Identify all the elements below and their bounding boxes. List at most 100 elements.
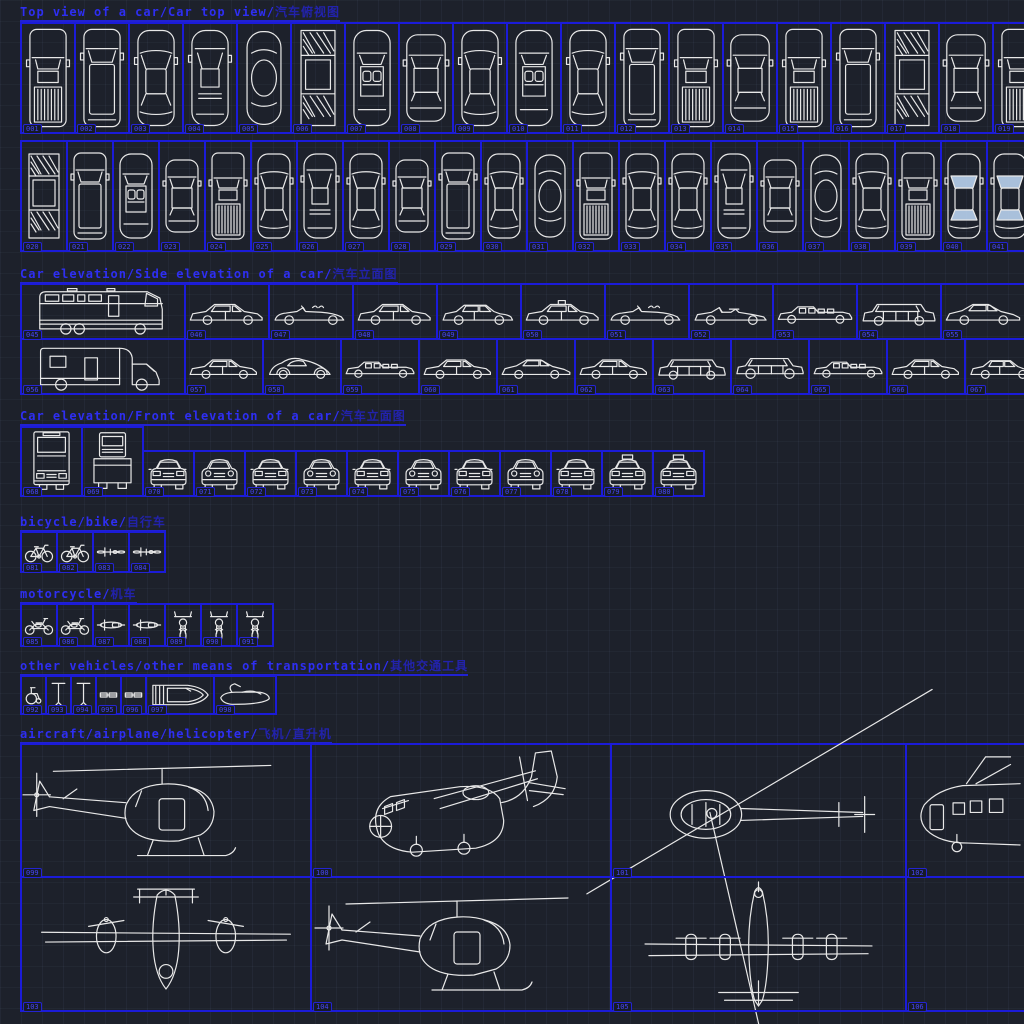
block-cell-104[interactable]: 104 [310, 876, 612, 1012]
block-cell-036[interactable]: 036 [756, 140, 804, 252]
block-cell-012[interactable]: 012 [614, 22, 670, 134]
block-cell-006[interactable]: 006 [290, 22, 346, 134]
block-cell-083[interactable]: 083 [92, 531, 130, 573]
block-cell-087[interactable]: 087 [92, 603, 130, 647]
block-cell-003[interactable]: 003 [128, 22, 184, 134]
block-cell-090[interactable]: 090 [200, 603, 238, 647]
block-cell-004[interactable]: 004 [182, 22, 238, 134]
block-cell-100[interactable]: 100 [310, 743, 612, 878]
block-cell-035[interactable]: 035 [710, 140, 758, 252]
block-cell-079[interactable]: 079 [601, 450, 654, 497]
block-cell-106[interactable]: 106 [905, 876, 1024, 1012]
block-cell-028[interactable]: 028 [388, 140, 436, 252]
block-cell-094[interactable]: 094 [70, 675, 97, 715]
block-cell-084[interactable]: 084 [128, 531, 166, 573]
block-cell-038[interactable]: 038 [848, 140, 896, 252]
block-cell-018[interactable]: 018 [938, 22, 994, 134]
block-cell-014[interactable]: 014 [722, 22, 778, 134]
block-cell-039[interactable]: 039 [894, 140, 942, 252]
block-cell-061[interactable]: 061 [496, 338, 576, 395]
block-cell-051[interactable]: 051 [604, 283, 690, 340]
block-cell-097[interactable]: 097 [145, 675, 215, 715]
block-cell-013[interactable]: 013 [668, 22, 724, 134]
block-cell-023[interactable]: 023 [158, 140, 206, 252]
block-cell-066[interactable]: 066 [886, 338, 966, 395]
block-cell-031[interactable]: 031 [526, 140, 574, 252]
block-cell-005[interactable]: 005 [236, 22, 292, 134]
block-cell-050[interactable]: 050 [520, 283, 606, 340]
block-cell-049[interactable]: 049 [436, 283, 522, 340]
block-cell-002[interactable]: 002 [74, 22, 130, 134]
block-cell-070[interactable]: 070 [142, 450, 195, 497]
block-cell-008[interactable]: 008 [398, 22, 454, 134]
block-cell-073[interactable]: 073 [295, 450, 348, 497]
block-cell-085[interactable]: 085 [20, 603, 58, 647]
block-cell-078[interactable]: 078 [550, 450, 603, 497]
block-cell-086[interactable]: 086 [56, 603, 94, 647]
block-cell-034[interactable]: 034 [664, 140, 712, 252]
block-cell-093[interactable]: 093 [45, 675, 72, 715]
block-cell-032[interactable]: 032 [572, 140, 620, 252]
block-cell-037[interactable]: 037 [802, 140, 850, 252]
block-cell-056[interactable]: 056 [20, 338, 186, 395]
block-cell-024[interactable]: 024 [204, 140, 252, 252]
block-cell-027[interactable]: 027 [342, 140, 390, 252]
block-cell-041[interactable]: 041 [986, 140, 1024, 252]
block-cell-091[interactable]: 091 [236, 603, 274, 647]
block-cell-021[interactable]: 021 [66, 140, 114, 252]
block-cell-009[interactable]: 009 [452, 22, 508, 134]
block-cell-096[interactable]: 096 [120, 675, 147, 715]
block-cell-074[interactable]: 074 [346, 450, 399, 497]
block-cell-047[interactable]: 047 [268, 283, 354, 340]
block-cell-064[interactable]: 064 [730, 338, 810, 395]
block-cell-068[interactable]: 068 [20, 426, 83, 497]
block-cell-054[interactable]: 054 [856, 283, 942, 340]
block-cell-033[interactable]: 033 [618, 140, 666, 252]
block-cell-082[interactable]: 082 [56, 531, 94, 573]
block-cell-026[interactable]: 026 [296, 140, 344, 252]
block-cell-099[interactable]: 099 [20, 743, 312, 878]
block-cell-095[interactable]: 095 [95, 675, 122, 715]
block-cell-072[interactable]: 072 [244, 450, 297, 497]
block-cell-046[interactable]: 046 [184, 283, 270, 340]
block-cell-055[interactable]: 055 [940, 283, 1024, 340]
block-cell-089[interactable]: 089 [164, 603, 202, 647]
block-cell-098[interactable]: 098 [213, 675, 277, 715]
block-cell-081[interactable]: 081 [20, 531, 58, 573]
block-cell-029[interactable]: 029 [434, 140, 482, 252]
block-cell-019[interactable]: 019 [992, 22, 1024, 134]
block-cell-062[interactable]: 062 [574, 338, 654, 395]
block-cell-007[interactable]: 007 [344, 22, 400, 134]
block-cell-075[interactable]: 075 [397, 450, 450, 497]
block-cell-052[interactable]: 052 [688, 283, 774, 340]
block-cell-058[interactable]: 058 [262, 338, 342, 395]
block-cell-105[interactable]: 105 [610, 876, 907, 1012]
block-cell-022[interactable]: 022 [112, 140, 160, 252]
block-cell-059[interactable]: 059 [340, 338, 420, 395]
block-cell-017[interactable]: 017 [884, 22, 940, 134]
block-cell-077[interactable]: 077 [499, 450, 552, 497]
block-cell-069[interactable]: 069 [81, 426, 144, 497]
block-cell-060[interactable]: 060 [418, 338, 498, 395]
block-cell-092[interactable]: 092 [20, 675, 47, 715]
block-cell-067[interactable]: 067 [964, 338, 1024, 395]
block-cell-045[interactable]: 045 [20, 283, 186, 340]
block-cell-010[interactable]: 010 [506, 22, 562, 134]
block-cell-016[interactable]: 016 [830, 22, 886, 134]
block-cell-065[interactable]: 065 [808, 338, 888, 395]
block-cell-076[interactable]: 076 [448, 450, 501, 497]
block-cell-063[interactable]: 063 [652, 338, 732, 395]
block-cell-015[interactable]: 015 [776, 22, 832, 134]
block-cell-057[interactable]: 057 [184, 338, 264, 395]
block-cell-080[interactable]: 080 [652, 450, 705, 497]
block-cell-040[interactable]: 040 [940, 140, 988, 252]
block-cell-103[interactable]: 103 [20, 876, 312, 1012]
block-cell-071[interactable]: 071 [193, 450, 246, 497]
block-cell-101[interactable]: 101 [610, 743, 907, 878]
block-cell-030[interactable]: 030 [480, 140, 528, 252]
block-cell-001[interactable]: 001 [20, 22, 76, 134]
block-cell-053[interactable]: 053 [772, 283, 858, 340]
block-cell-048[interactable]: 048 [352, 283, 438, 340]
block-cell-020[interactable]: 020 [20, 140, 68, 252]
block-cell-025[interactable]: 025 [250, 140, 298, 252]
